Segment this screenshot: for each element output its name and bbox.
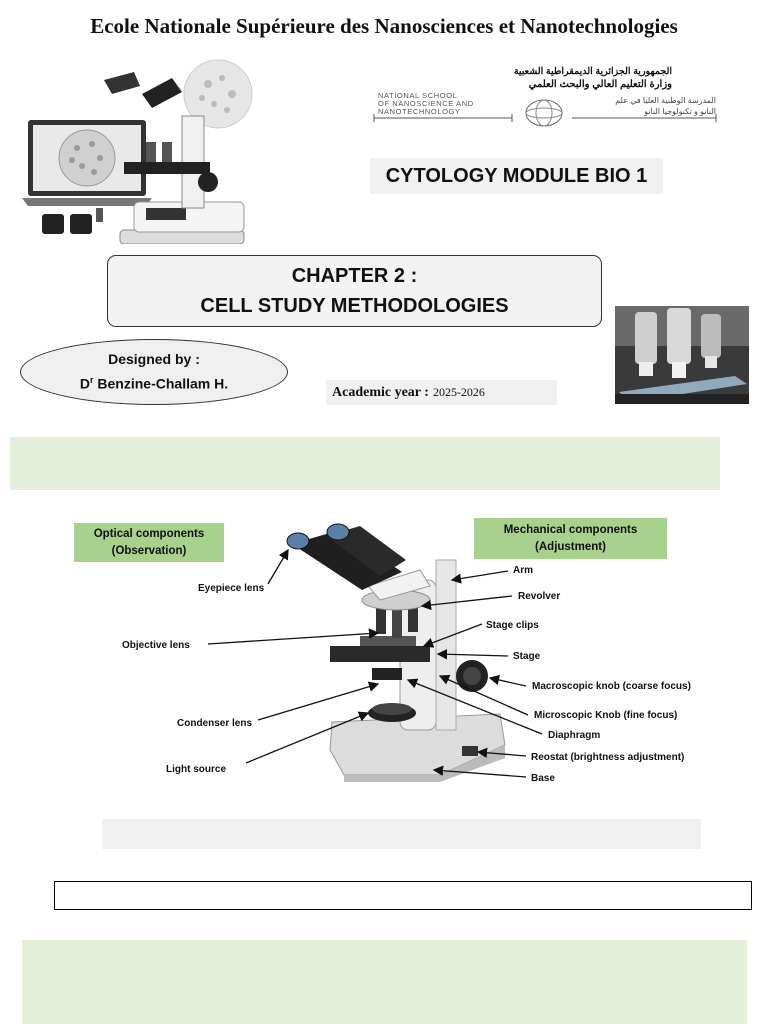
- designer-surname: Benzine-Challam H.: [93, 375, 229, 392]
- academic-year: Academic year : 2025-2026: [326, 380, 557, 405]
- label-reostat: Reostat (brightness adjustment): [531, 752, 684, 763]
- academic-year-value: 2025-2026: [432, 385, 485, 399]
- microscope-illustration: [286, 523, 506, 782]
- highlight-band-bottom: [22, 940, 747, 1024]
- highlight-band-top: [10, 437, 720, 490]
- label-arm: Arm: [513, 565, 533, 576]
- logo-arabic-school: المدرسة الوطنية العليا في علم النانو و ت…: [568, 95, 716, 117]
- logo-ar-line4: النانو و تكنولوجيا النانو: [644, 107, 716, 116]
- mechanical-title: Mechanical components: [503, 523, 638, 536]
- designer-badge: Designed by : Dr Benzine-Challam H.: [20, 339, 288, 405]
- logo-english-name: NATIONAL SCHOOL OF NANOSCIENCE AND NANOT…: [378, 92, 518, 116]
- chapter-number: CHAPTER 2 :: [291, 265, 418, 287]
- objective-lenses-image: [615, 306, 749, 404]
- label-micro-knob: Microscopic Knob (fine focus): [534, 710, 677, 721]
- logo-en-line3: NANOTECHNOLOGY: [378, 107, 461, 116]
- label-stage-clips: Stage clips: [486, 620, 539, 631]
- mechanical-components-box: Mechanical components (Adjustment): [474, 518, 667, 559]
- label-condenser: Condenser lens: [177, 718, 252, 729]
- chapter-title-box: CHAPTER 2 : CELL STUDY METHODOLOGIES: [107, 255, 602, 327]
- designer-name: Dr Benzine-Challam H.: [21, 370, 287, 395]
- school-title: Ecole Nationale Supérieure des Nanoscien…: [90, 14, 678, 38]
- nano-emblem-icon: [525, 99, 563, 127]
- logo-arabic-line2: وزارة التعليم العالي والبحث العلمي: [528, 79, 672, 90]
- microscope-laptop-image: [22, 59, 253, 244]
- logo-en-line1: NATIONAL SCHOOL: [378, 91, 458, 100]
- designer-title-prefix: D: [79, 375, 90, 392]
- designer-label: Designed by :: [108, 351, 200, 368]
- academic-year-label: Academic year :: [332, 384, 429, 400]
- designer-title-sup: r: [90, 375, 94, 386]
- outlined-box: [54, 881, 752, 910]
- label-revolver: Revolver: [518, 591, 560, 602]
- logo-arabic-line1: الجمهورية الجزائرية الديمقراطية الشعبية: [513, 66, 672, 77]
- microscope-diagram: Eyepiece lens Objective lens Condenser l…: [122, 523, 691, 784]
- logo-ar-line3: المدرسة الوطنية العليا في علم: [615, 96, 716, 105]
- logo-en-line2: OF NANOSCIENCE AND: [378, 99, 474, 108]
- caption-band: [102, 819, 701, 849]
- optical-subtitle: (Observation): [111, 544, 187, 557]
- institution-logo: الجمهورية الجزائرية الديمقراطية الشعبية …: [372, 62, 720, 130]
- label-objective: Objective lens: [122, 640, 190, 651]
- label-base: Base: [531, 773, 555, 784]
- label-light-source: Light source: [166, 764, 226, 775]
- label-stage: Stage: [513, 651, 541, 662]
- optical-title: Optical components: [93, 527, 205, 540]
- label-diaphragm: Diaphragm: [548, 730, 600, 741]
- label-eyepiece: Eyepiece lens: [198, 583, 265, 594]
- label-macro-knob: Macroscopic knob (coarse focus): [532, 681, 691, 692]
- logo-lines: [373, 114, 717, 122]
- chapter-name: CELL STUDY METHODOLOGIES: [200, 295, 509, 317]
- mechanical-subtitle: (Adjustment): [535, 540, 606, 553]
- optical-components-box: Optical components (Observation): [74, 523, 224, 562]
- module-title: CYTOLOGY MODULE BIO 1: [370, 158, 663, 194]
